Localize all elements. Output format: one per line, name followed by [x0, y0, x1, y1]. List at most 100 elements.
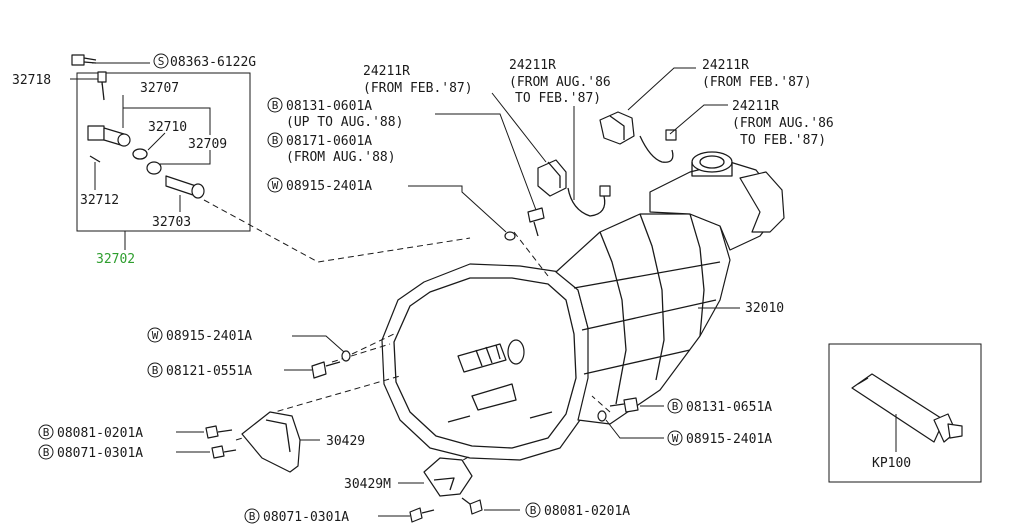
label-08915-2401a-top: 08915-2401A: [286, 179, 372, 194]
label-08363-6122g: 08363-6122G: [170, 55, 256, 70]
leader-washer-top: [408, 185, 507, 233]
label-bolt-s-prefix: S: [158, 55, 165, 68]
label-08071-0301a-lower: 08071-0301A: [57, 446, 143, 461]
label-sensor-c-note: (FROM FEB.'87): [702, 75, 812, 90]
bracket-32707: [122, 95, 211, 135]
clip-32718: [97, 71, 107, 101]
dashed-washer-mid: [351, 333, 395, 355]
symbol-b-bottom-left: [244, 508, 260, 524]
label-bolt-lower1-prefix: B: [43, 426, 50, 439]
leader-washer-right: [605, 419, 664, 439]
label-bolt-top-prefix: B: [272, 99, 279, 112]
washer-top: [504, 231, 516, 241]
label-kp100: KP100: [872, 456, 911, 471]
label-bolt-bottom-right-prefix: B: [530, 504, 537, 517]
label-32718: 32718: [12, 73, 51, 88]
symbol-w-right: [667, 430, 683, 446]
leader-24211r-d: [669, 104, 728, 135]
leader-washer-mid: [292, 335, 345, 353]
label-08131-0651a: 08131-0651A: [686, 400, 772, 415]
label-from-aug-88: (FROM AUG.'88): [286, 150, 396, 165]
bolt-lower-08071: [211, 445, 237, 459]
label-32712: 32712: [80, 193, 119, 208]
leader-32709: [160, 150, 211, 165]
washer-mid: [341, 350, 351, 362]
sealant-tube-kp100: [851, 373, 963, 443]
label-08915-2401a-mid: 08915-2401A: [166, 329, 252, 344]
leader-bolt-top: [435, 113, 537, 211]
label-sensor-c-code: 24211R: [702, 58, 749, 73]
label-sensor-b-note1: (FROM AUG.'86: [509, 75, 611, 90]
symbol-b-top-2: [267, 132, 283, 148]
label-sensor-d-code: 24211R: [732, 99, 779, 114]
dashed-cover-30429: [267, 375, 401, 415]
label-32010: 32010: [745, 301, 784, 316]
bolt-mid-08121: [311, 361, 341, 379]
cover-30429: [241, 411, 301, 473]
leader-32710: [147, 132, 166, 151]
symbol-b-top: [267, 97, 283, 113]
dashed-link-speedo: [203, 199, 471, 263]
label-08915-2401a-right: 08915-2401A: [686, 432, 772, 447]
subassembly-box: [76, 72, 251, 232]
sensor-24211r-a: [537, 159, 567, 197]
label-32709: 32709: [188, 137, 227, 152]
symbol-b-lower2: [38, 444, 54, 460]
harness-24211r-d: [639, 129, 677, 163]
bolt-bottom-08071: [409, 507, 435, 523]
label-sensor-a-note: (FROM FEB.'87): [363, 81, 473, 96]
bolt-right-08131: [609, 397, 639, 413]
symbol-w-mid: [147, 327, 163, 343]
label-sensor-a-code: 24211R: [363, 64, 410, 79]
label-washer-top-prefix: W: [272, 179, 279, 192]
bolt-bottom-08081: [461, 497, 483, 515]
label-bolt-lower2-prefix: B: [43, 446, 50, 459]
label-32710: 32710: [148, 120, 187, 135]
sleeve-32703: [165, 175, 205, 199]
label-08071-0301a-bottom: 08071-0301A: [263, 510, 349, 524]
pin-32712: [89, 155, 101, 163]
dashed-bolt-right: [591, 395, 611, 413]
label-bolt-top-prefix-2: B: [272, 134, 279, 147]
label-sensor-d-note2: TO FEB.'87): [740, 133, 826, 148]
symbol-b-bottom-right: [525, 502, 541, 518]
label-08171-0601a: 08171-0601A: [286, 134, 372, 149]
leader-24211r-a: [491, 92, 547, 163]
label-bolt-bottom-left-prefix: B: [249, 510, 256, 523]
cover-30429m: [423, 457, 473, 497]
label-sensor-b-code: 24211R: [509, 58, 556, 73]
label-08121-0551a: 08121-0551A: [166, 364, 252, 379]
switch-32707: [87, 125, 131, 147]
kp100-box: [828, 343, 982, 483]
sensor-24211r-c: [599, 111, 635, 145]
label-08131-0601a: 08131-0601A: [286, 99, 372, 114]
label-up-to-aug-88: (UP TO AUG.'88): [286, 115, 403, 130]
label-bolt-mid-prefix: B: [152, 364, 159, 377]
label-32707: 32707: [140, 81, 179, 96]
label-30429m: 30429M: [344, 477, 391, 492]
harness-24211r-b: [567, 185, 611, 217]
symbol-b-mid: [147, 362, 163, 378]
bolt-08363-6122g: [71, 54, 97, 66]
bolt-lower-08081: [205, 425, 233, 439]
label-bolt-right-prefix: B: [672, 400, 679, 413]
label-washer-right-prefix: W: [672, 432, 679, 445]
symbol-b-right: [667, 398, 683, 414]
bolt-top-08131: [527, 207, 545, 237]
label-08081-0201a-bottom: 08081-0201A: [544, 504, 630, 519]
leader-24211r-c: [627, 67, 696, 111]
label-sensor-d-note1: (FROM AUG.'86: [732, 116, 834, 131]
leader-32718: [70, 78, 103, 85]
label-30429: 30429: [326, 434, 365, 449]
label-08081-0201a-lower: 08081-0201A: [57, 426, 143, 441]
symbol-s: [153, 53, 169, 69]
label-32702: 32702: [96, 252, 135, 267]
washer-right: [597, 410, 607, 422]
label-sensor-b-note2: TO FEB.'87): [515, 91, 601, 106]
gear-32709: [146, 161, 162, 175]
label-washer-mid-prefix: W: [152, 329, 159, 342]
label-32703: 32703: [152, 215, 191, 230]
transmission-32010: [381, 151, 785, 461]
